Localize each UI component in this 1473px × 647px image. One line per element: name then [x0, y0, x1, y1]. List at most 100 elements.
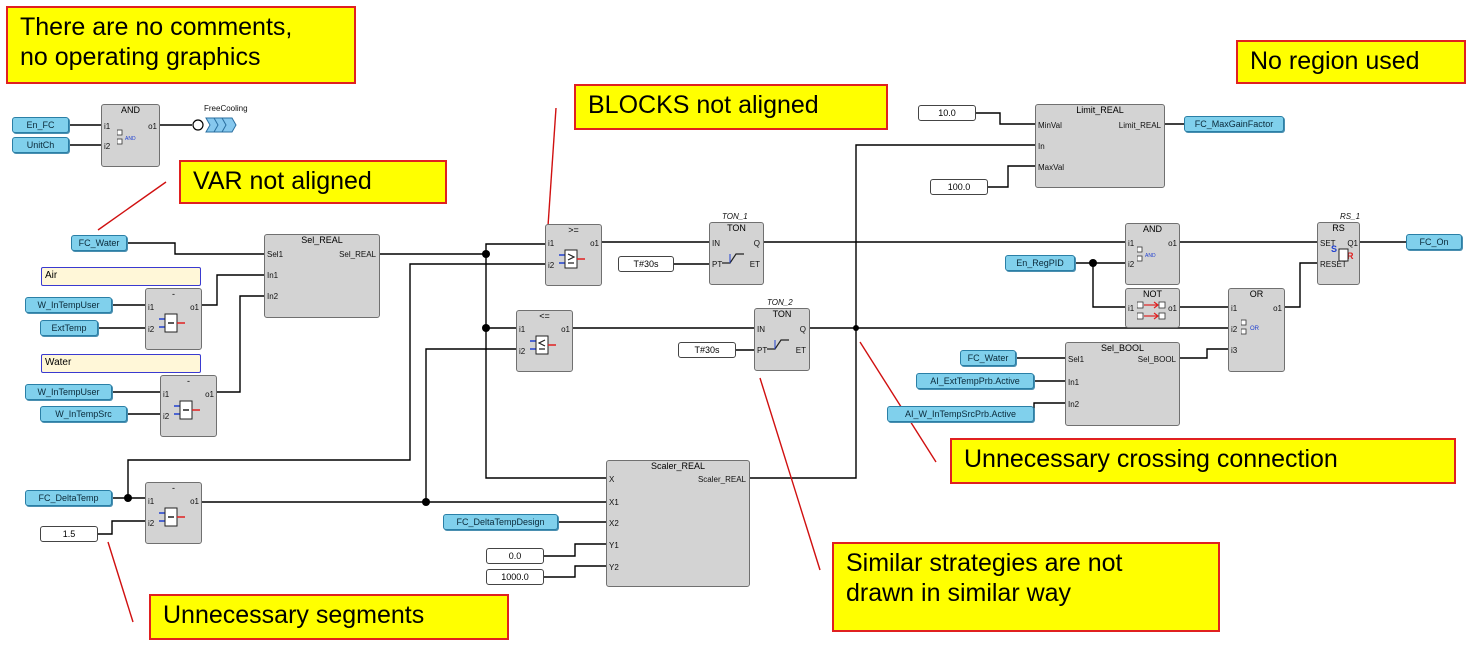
rs-latch-icon [1338, 248, 1349, 262]
var-ai-exttemp[interactable]: AI_ExtTempPrb.Active [916, 373, 1034, 389]
wire [750, 144, 1036, 479]
annotation-blocks-not-aligned: BLOCKS not aligned [574, 84, 888, 130]
block-sel-real[interactable]: Sel_REAL Sel1 In1 In2 Sel_REAL [264, 234, 380, 318]
block-sel-bool[interactable]: Sel_BOOL Sel1 In1 In2 Sel_BOOL [1065, 342, 1180, 426]
block-title: - [187, 376, 190, 386]
pin-i2: i2 [519, 347, 526, 356]
rs1-instance-name: RS_1 [1340, 212, 1361, 221]
and-gate-icon: AND [117, 129, 136, 145]
pin-i1: i1 [548, 239, 555, 248]
and-symbol-text: AND [125, 136, 136, 142]
pin-o1: o1 [1168, 304, 1177, 313]
block-subtract-1[interactable]: - i1 i2 o1 [145, 288, 202, 350]
pin-i3: i3 [1231, 346, 1238, 355]
var-w-intempuser-2[interactable]: W_InTempUser [25, 384, 112, 400]
pin-y1: Y1 [609, 541, 619, 550]
var-fc-maxgainfactor[interactable]: FC_MaxGainFactor [1184, 116, 1284, 132]
wire [988, 165, 1036, 188]
pin-sel1: Sel1 [267, 250, 284, 259]
block-title: Limit_REAL [1076, 105, 1124, 115]
var-fc-deltatemp[interactable]: FC_DeltaTemp [25, 490, 112, 506]
var-air[interactable]: Air [41, 267, 201, 286]
wire [127, 263, 486, 498]
pin-i1: i1 [148, 497, 155, 506]
block-title: AND [120, 105, 140, 115]
block-greater-equal[interactable]: >= i1 i2 o1 [545, 224, 602, 286]
var-fc-water[interactable]: FC_Water [71, 235, 127, 251]
block-and-1[interactable]: AND i1 i2 o1 AND [101, 104, 160, 167]
block-title: TON [772, 309, 792, 319]
pin-i1: i1 [148, 303, 155, 312]
pin-i1: i1 [104, 122, 111, 131]
var-water[interactable]: Water [41, 354, 201, 373]
block-limit-real[interactable]: Limit_REAL MinVal In MaxVal Limit_REAL [1035, 104, 1165, 188]
pin-i2: i2 [104, 142, 111, 151]
pin-in2: In2 [1068, 400, 1080, 409]
block-subtract-2[interactable]: - i1 i2 o1 [160, 375, 217, 437]
block-ton-2[interactable]: TON IN PT Q ET [754, 308, 810, 371]
pin-out: Limit_REAL [1118, 121, 1161, 130]
pin-i1: i1 [163, 390, 170, 399]
pin-set: SET [1320, 239, 1336, 248]
block-title: - [172, 483, 175, 493]
var-fc-on[interactable]: FC_On [1406, 234, 1462, 250]
const-10[interactable]: 10.0 [918, 105, 976, 121]
block-title: Sel_BOOL [1100, 343, 1145, 353]
pin-i1: i1 [519, 325, 526, 334]
pin-in: IN [757, 325, 765, 334]
const-0-0[interactable]: 0.0 [486, 548, 544, 564]
var-unitch[interactable]: UnitCh [12, 137, 69, 153]
block-subtract-3[interactable]: - i1 i2 o1 [145, 482, 202, 544]
wire [98, 520, 147, 535]
var-en-fc[interactable]: En_FC [12, 117, 69, 133]
block-title: RS [1332, 223, 1345, 233]
const-t30s-2[interactable]: T#30s [678, 342, 736, 358]
pin-et: ET [749, 260, 760, 269]
block-ton-1[interactable]: TON IN PT Q ET [709, 222, 764, 285]
var-w-intempuser-1[interactable]: W_InTempUser [25, 297, 112, 313]
junction-dot [853, 325, 859, 331]
const-1000[interactable]: 1000.0 [486, 569, 544, 585]
pin-x1: X1 [609, 498, 619, 507]
block-scaler-real[interactable]: Scaler_REAL X X1 X2 Y1 Y2 Scaler_REAL [606, 460, 750, 587]
block-not[interactable]: NOT i1 o1 [1125, 288, 1180, 328]
const-100[interactable]: 100.0 [930, 179, 988, 195]
freecooling-output-connector[interactable]: FreeCooling [192, 104, 262, 138]
var-w-intempsrc[interactable]: W_InTempSrc [40, 406, 127, 422]
annotation-crossing-connection: Unnecessary crossing connection [950, 438, 1456, 484]
pin-i2: i2 [148, 325, 155, 334]
or-symbol-text: OR [1250, 326, 1260, 332]
wire [202, 274, 266, 306]
pin-o1: o1 [148, 122, 157, 131]
junction-dot [1089, 259, 1097, 267]
pin-o1: o1 [190, 497, 199, 506]
pin-out: Sel_REAL [339, 250, 376, 259]
var-en-regpid[interactable]: En_RegPID [1005, 255, 1075, 271]
var-ai-w-intempsrc[interactable]: AI_W_InTempSrcPrb.Active [887, 406, 1034, 422]
subtract-icon [159, 313, 185, 333]
pin-maxval: MaxVal [1038, 163, 1065, 172]
and-symbol-text: AND [1145, 253, 1156, 259]
block-title: <= [539, 311, 550, 321]
rs-r-mark: R [1347, 251, 1354, 261]
const-t30s-1[interactable]: T#30s [618, 256, 674, 272]
pin-o1: o1 [190, 303, 199, 312]
block-title: >= [568, 225, 579, 235]
pin-o1: o1 [561, 325, 570, 334]
var-fc-deltatempdesign[interactable]: FC_DeltaTempDesign [443, 514, 558, 530]
pin-minval: MinVal [1038, 121, 1062, 130]
var-fc-water-2[interactable]: FC_Water [960, 350, 1016, 366]
block-or[interactable]: OR i1 i2 i3 o1 OR [1228, 288, 1285, 372]
pin-x2: X2 [609, 519, 619, 528]
block-less-equal[interactable]: <= i1 i2 o1 [516, 310, 573, 372]
annotation-unnecessary-segments: Unnecessary segments [149, 594, 509, 640]
block-and-2[interactable]: AND i1 i2 o1 AND [1125, 223, 1180, 285]
var-exttemp[interactable]: ExtTemp [40, 320, 98, 336]
pin-q: Q [799, 325, 806, 334]
leader-line [97, 181, 167, 231]
leader-line [859, 341, 937, 463]
annotation-var-not-aligned: VAR not aligned [179, 160, 447, 204]
block-rs[interactable]: RS SET RESET Q1 S R [1317, 222, 1360, 285]
const-1-5[interactable]: 1.5 [40, 526, 98, 542]
